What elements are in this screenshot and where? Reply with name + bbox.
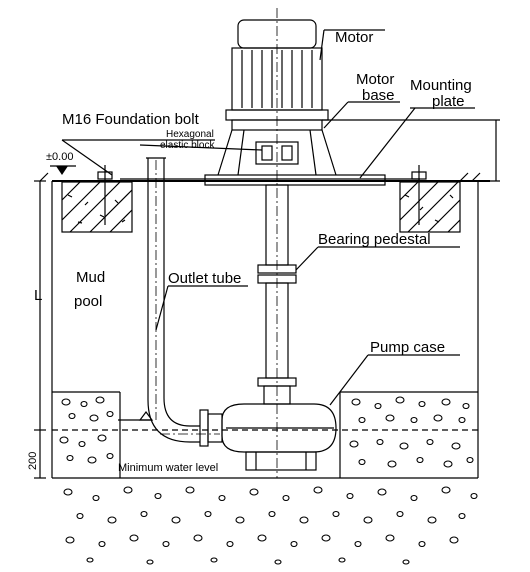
- label-motor-base-1: Motor: [356, 71, 394, 88]
- label-foundation-bolt: M16 Foundation bolt: [62, 111, 200, 128]
- label-minimum-water-level: Minimum water level: [118, 462, 218, 474]
- dimension-200: [34, 430, 46, 479]
- label-dimension-l: L: [34, 287, 42, 304]
- gravel-pattern: [59, 396, 478, 565]
- ground-surface: [51, 180, 490, 478]
- label-motor: Motor: [335, 29, 373, 46]
- label-motor-base-2: base: [362, 87, 395, 104]
- pump-case: [199, 403, 337, 471]
- ground-hatch-top: [39, 172, 481, 182]
- leader-lines: [61, 29, 475, 406]
- label-mud: Mud: [76, 269, 105, 286]
- label-mounting-1: Mounting: [410, 77, 472, 94]
- mounting-plate: [120, 174, 420, 186]
- pit-floor: [52, 391, 478, 479]
- foundation-bolt-right: [411, 165, 427, 225]
- right-foundation-block: [399, 181, 461, 233]
- dimension-l: [34, 180, 46, 431]
- label-bearing-pedestal: Bearing pedestal: [318, 231, 431, 248]
- label-hex-1: Hexagonal: [166, 129, 214, 140]
- outlet-tube: [146, 157, 200, 443]
- label-hex-2: elastic block: [160, 140, 215, 151]
- foundation-bolt-left: [97, 165, 113, 225]
- level-marker-icon: [56, 166, 68, 175]
- motor-base: [217, 119, 337, 176]
- left-foundation-block: [61, 181, 133, 233]
- label-dimension-200: 200: [27, 452, 39, 470]
- label-outlet-tube: Outlet tube: [168, 270, 241, 287]
- right-dimension: [322, 119, 500, 182]
- label-pump-case: Pump case: [370, 339, 445, 356]
- label-pool: pool: [74, 293, 102, 310]
- label-mounting-2: plate: [432, 93, 465, 110]
- label-level: ±0.00: [46, 151, 73, 163]
